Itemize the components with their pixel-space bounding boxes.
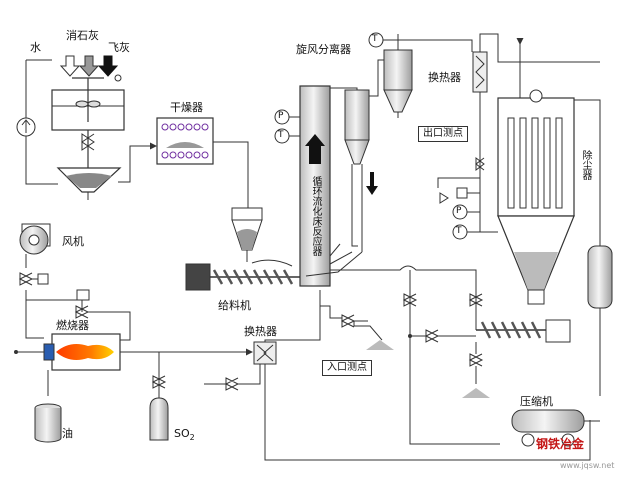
heat-exchanger-bottom	[253, 341, 277, 365]
watermark-url: www.jqsw.net	[560, 461, 615, 470]
bottom-screw	[476, 319, 571, 343]
screw-feeder	[185, 259, 306, 291]
limestone-label: 消石灰	[66, 29, 99, 42]
dust-collector-label: 除尘器	[580, 150, 591, 180]
compressor	[511, 409, 585, 447]
so2-cylinder	[149, 397, 169, 441]
fan-label: 风机	[62, 235, 84, 248]
outlet-point-label: 出口测点	[418, 126, 468, 142]
reactor-label: 循环流化床反应器	[310, 176, 321, 256]
feed-hopper	[231, 207, 263, 262]
dryer-label: 干燥器	[170, 101, 203, 114]
reactor-column	[299, 85, 331, 287]
air-tank	[587, 245, 613, 309]
water-label: 水	[30, 41, 41, 54]
fly-ash-label: 飞灰	[108, 41, 130, 54]
heat-exchanger-top	[472, 44, 488, 100]
oil-tank	[34, 403, 62, 443]
pressure-gauge-1: P	[278, 111, 284, 121]
mixing-tank	[51, 77, 125, 131]
temp-gauge-3: T	[456, 226, 462, 236]
so2-subscript: 2	[189, 433, 195, 443]
cyclone-label: 旋风分离器	[296, 43, 351, 56]
burner-unit	[43, 333, 121, 371]
settling-cone	[56, 167, 122, 200]
temp-gauge-2: T	[372, 34, 378, 44]
dryer-unit	[156, 117, 214, 165]
so2-text: SO	[174, 427, 190, 440]
watermark-brand: 钢铁冶金	[536, 437, 585, 451]
pressure-gauge-2: P	[456, 206, 462, 216]
inlet-point-label: 入口测点	[322, 360, 372, 376]
fan	[19, 223, 51, 255]
so2-label: SO2	[174, 428, 195, 442]
feeder-label: 给料机	[218, 299, 251, 312]
oil-label: 油	[62, 427, 73, 440]
heat-exchanger-top-label: 换热器	[428, 71, 461, 84]
inlet-arrows	[59, 55, 122, 82]
temp-gauge-1: T	[278, 130, 284, 140]
dust-collector	[497, 89, 575, 305]
compressor-label: 压缩机	[520, 395, 553, 408]
burner-label: 燃烧器	[56, 319, 89, 332]
cyclone-separator	[344, 49, 413, 252]
heat-exchanger-bottom-label: 换热器	[244, 325, 277, 338]
